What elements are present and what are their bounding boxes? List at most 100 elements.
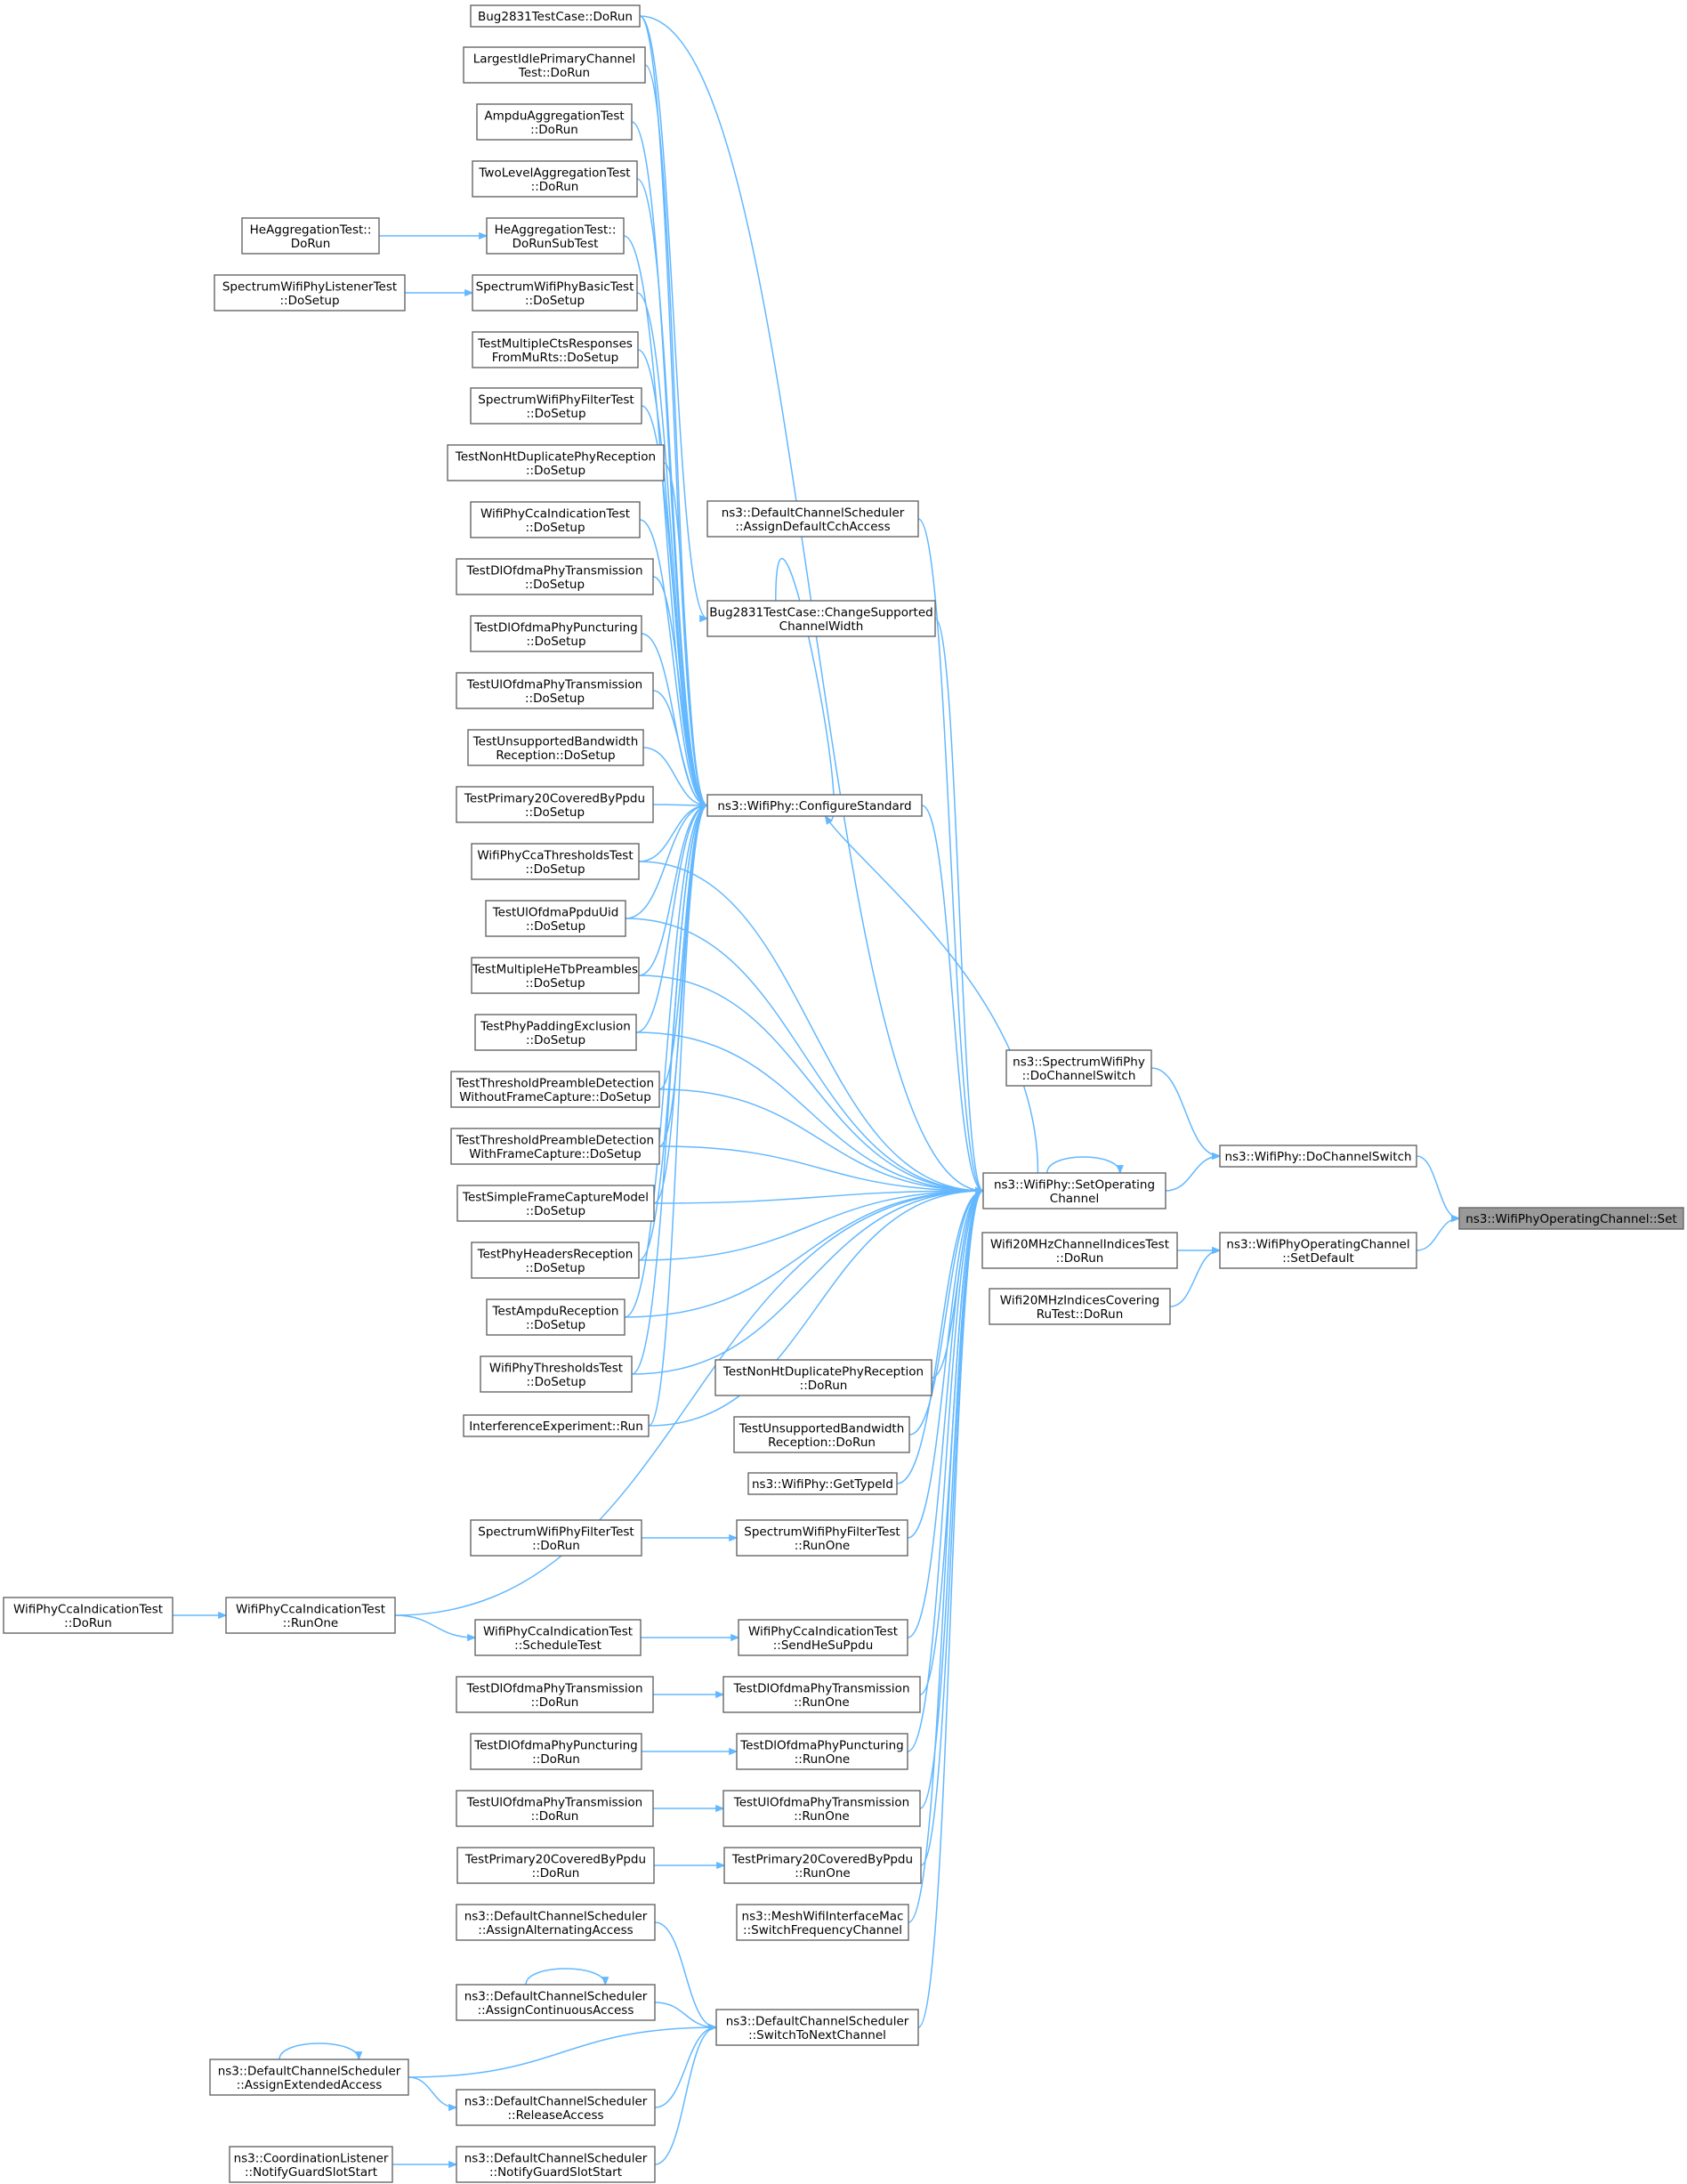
node-label: TestAmpduReception [492, 1304, 619, 1318]
edge-interf-setop [648, 1190, 984, 1427]
node-label: WifiPhyCcaIndicationTest [483, 1624, 633, 1638]
node-label: SpectrumWifiPhyFilterTest [744, 1525, 900, 1539]
node-interf[interactable]: InterferenceExperiment::Run [463, 1414, 650, 1437]
node-ccarunone[interactable]: WifiPhyCcaIndicationTest::RunOne [225, 1597, 396, 1634]
node-p20run[interactable]: TestPrimary20CoveredByPpdu::DoRun [456, 1847, 655, 1884]
node-ulppduuid[interactable]: TestUlOfdmaPpduUid::DoSetup [485, 900, 626, 937]
node-spfiltrunone[interactable]: SpectrumWifiPhyFilterTest::RunOne [736, 1519, 908, 1557]
node-label: TestPrimary20CoveredByPpdu [464, 791, 645, 805]
node-ccasendhe[interactable]: WifiPhyCcaIndicationTest::SendHeSuPpdu [738, 1619, 908, 1656]
edge-ulppduuid-cfgstd [625, 805, 708, 919]
node-nonhtrun[interactable]: TestNonHtDuplicatePhyReception::DoRun [714, 1359, 932, 1396]
node-twolevel[interactable]: TwoLevelAggregationTest::DoRun [472, 160, 638, 198]
node-p20runone[interactable]: TestPrimary20CoveredByPpdu::RunOne [723, 1847, 922, 1884]
node-label: TestUlOfdmaPhyTransmission [733, 1795, 909, 1809]
edge-arrowhead [708, 2023, 718, 2032]
edge-threshwith-setop [658, 1145, 984, 1192]
node-box [485, 900, 626, 937]
node-meshswitch[interactable]: ns3::MeshWifiInterfaceMac::SwitchFrequen… [736, 1904, 909, 1941]
node-box [209, 2059, 409, 2096]
edge-self-assignext [278, 2042, 359, 2060]
node-assigncont[interactable]: ns3::DefaultChannelScheduler::AssignCont… [456, 1984, 656, 2021]
node-box [733, 1416, 910, 1453]
node-threshwith[interactable]: TestThresholdPreambleDetectionWithFrameC… [450, 1128, 660, 1165]
node-label: ChannelWidth [779, 619, 864, 634]
node-release[interactable]: ns3::DefaultChannelScheduler::ReleaseAcc… [456, 2089, 656, 2126]
edge-interf-cfgstd [648, 805, 708, 1427]
node-label: ::DoSetup [525, 862, 585, 877]
node-phythresh[interactable]: WifiPhyThresholdsTest::DoSetup [480, 1355, 633, 1393]
node-dlofdmsetup[interactable]: TestDlOfdmaPhyTransmission::DoSetup [456, 558, 654, 595]
node-label: TestPhyPaddingExclusion [480, 1019, 631, 1033]
node-label: AmpduAggregationTest [484, 109, 624, 123]
node-assignalt[interactable]: ns3::DefaultChannelScheduler::AssignAlte… [456, 1904, 656, 1941]
node-spbasic[interactable]: SpectrumWifiPhyBasicTest::DoSetup [472, 274, 638, 311]
node-dlpuncrun[interactable]: TestDlOfdmaPhyPuncturing::DoRun [470, 1733, 642, 1770]
node-dlofdmrun[interactable]: TestDlOfdmaPhyTransmission::DoRun [456, 1676, 654, 1713]
node-ccathresh[interactable]: WifiPhyCcaThresholdsTest::DoSetup [471, 843, 640, 880]
node-label: ns3::DefaultChannelScheduler [726, 2014, 909, 2028]
node-ccadorun[interactable]: WifiPhyCcaIndicationTest::DoRun [3, 1597, 174, 1634]
node-unsupsetup[interactable]: TestUnsupportedBandwidthReception::DoSet… [467, 729, 644, 766]
node-label: ns3::DefaultChannelScheduler [464, 2151, 648, 2165]
node-heaggrun[interactable]: HeAggregationTest::DoRun [241, 217, 380, 255]
node-dlofdmrunone[interactable]: TestDlOfdmaPhyTransmission::RunOne [722, 1676, 921, 1713]
node-heaggsub[interactable]: HeAggregationTest::DoRunSubTest [486, 217, 625, 255]
node-label: TestThresholdPreambleDetection [456, 1133, 654, 1147]
node-label: ::DoSetup [526, 1033, 585, 1048]
edge-setop-dochswitch [1165, 1155, 1221, 1192]
node-ccasetup[interactable]: WifiPhyCcaIndicationTest::DoSetup [470, 501, 641, 538]
node-spfiltrun[interactable]: SpectrumWifiPhyFilterTest::DoRun [470, 1519, 642, 1557]
node-padding[interactable]: TestPhyPaddingExclusion::DoSetup [474, 1014, 637, 1051]
node-label: WifiPhyCcaThresholdsTest [477, 848, 633, 862]
node-gettypeid[interactable]: ns3::WifiPhy::GetTypeId [747, 1472, 898, 1495]
node-label: ::DoSetup [526, 464, 585, 478]
node-headers[interactable]: TestPhyHeadersReception::DoSetup [471, 1242, 640, 1279]
node-label: ::RunOne [794, 1695, 849, 1710]
node-spdochswitch[interactable]: ns3::SpectrumWifiPhy::DoChannelSwitch [1005, 1049, 1152, 1087]
node-ulofdmsetup[interactable]: TestUlOfdmaPhyTransmission::DoSetup [456, 672, 654, 709]
node-label: SpectrumWifiPhyFilterTest [478, 392, 634, 407]
node-bugchange[interactable]: Bug2831TestCase::ChangeSupportedChannelW… [706, 600, 936, 637]
node-splistener[interactable]: SpectrumWifiPhyListenerTest::DoSetup [214, 274, 406, 311]
edge-ccarunone-ccasched [394, 1614, 476, 1638]
node-spfiltsetup[interactable]: SpectrumWifiPhyFilterTest::DoSetup [470, 387, 642, 425]
node-coordguard[interactable]: ns3::CoordinationListener::NotifyGuardSl… [229, 2146, 393, 2183]
node-ulofdmrun[interactable]: TestUlOfdmaPhyTransmission::DoRun [456, 1790, 654, 1827]
node-nonhtsetup[interactable]: TestNonHtDuplicatePhyReception::DoSetup [447, 444, 665, 481]
node-dochswitch[interactable]: ns3::WifiPhy::DoChannelSwitch [1219, 1145, 1417, 1168]
node-w20idx[interactable]: Wifi20MHzChannelIndicesTest::DoRun [981, 1232, 1178, 1269]
node-ulofdmrunone[interactable]: TestUlOfdmaPhyTransmission::RunOne [722, 1790, 921, 1827]
node-multihetb[interactable]: TestMultipleHeTbPreambles::DoSetup [471, 957, 640, 994]
node-bugdorun[interactable]: Bug2831TestCase::DoRun [470, 4, 641, 28]
edge-setop-cfgstd [824, 815, 1039, 1174]
node-threshwo[interactable]: TestThresholdPreambleDetectionWithoutFra… [450, 1071, 660, 1108]
edge-unsupsetup-cfgstd [642, 747, 708, 806]
node-setdefault[interactable]: ns3::WifiPhyOperatingChannel::SetDefault [1219, 1232, 1417, 1269]
node-dlpuncrunone[interactable]: TestDlOfdmaPhyPuncturing::RunOne [736, 1733, 908, 1770]
edge-self-assigncont [525, 1968, 606, 1986]
node-simplecap[interactable]: TestSimpleFrameCaptureModel::DoSetup [456, 1185, 655, 1222]
node-label: TestDlOfdmaPhyPuncturing [473, 620, 638, 635]
node-target[interactable]: ns3::WifiPhyOperatingChannel::Set [1458, 1207, 1684, 1230]
node-ampdurecv[interactable]: TestAmpduReception::DoSetup [486, 1298, 626, 1336]
edge-assignext-switchnext [408, 2026, 717, 2078]
node-dlpuncsetup[interactable]: TestDlOfdmaPhyPuncturing::DoSetup [470, 615, 642, 652]
node-label: LargestIdlePrimaryChannel [473, 52, 636, 66]
node-ccasched[interactable]: WifiPhyCcaIndicationTest::ScheduleTest [474, 1619, 642, 1656]
node-multicts[interactable]: TestMultipleCtsResponsesFromMuRts::DoSet… [472, 331, 639, 368]
node-switchnext[interactable]: ns3::DefaultChannelScheduler::SwitchToNe… [715, 2009, 919, 2046]
edge-arrowhead [824, 814, 833, 825]
node-label: ns3::WifiPhy::SetOperating [994, 1177, 1155, 1192]
node-cfgstd[interactable]: ns3::WifiPhy::ConfigureStandard [706, 794, 923, 817]
node-assigncch[interactable]: ns3::DefaultChannelScheduler::AssignDefa… [706, 500, 919, 538]
node-notifyguard[interactable]: ns3::DefaultChannelScheduler::NotifyGuar… [456, 2146, 656, 2183]
node-ampduagg[interactable]: AmpduAggregationTest::DoRun [476, 103, 633, 141]
node-assignext[interactable]: ns3::DefaultChannelScheduler::AssignExte… [209, 2059, 409, 2096]
edge-arrowhead [699, 614, 709, 623]
node-p20setup[interactable]: TestPrimary20CoveredByPpdu::DoSetup [456, 786, 654, 823]
